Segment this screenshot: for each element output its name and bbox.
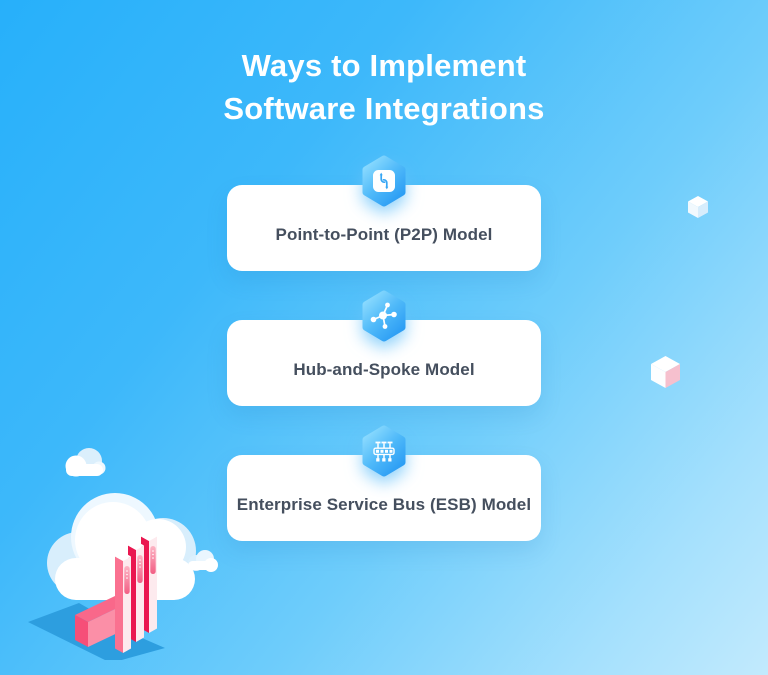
- small-cloud-top: [65, 448, 106, 477]
- server-tower-front: [115, 552, 131, 653]
- card-p2p-label: Point-to-Point (P2P) Model: [275, 225, 493, 244]
- card-esb-label: Enterprise Service Bus (ESB) Model: [236, 495, 532, 514]
- hub-spoke-icon: [362, 290, 406, 342]
- card-hub-spoke-label: Hub-and-Spoke Model: [293, 360, 475, 379]
- white-pink-cube-icon: [651, 356, 680, 388]
- page-title: Ways to Implement Software Integrations: [0, 44, 768, 130]
- title-line-2: Software Integrations: [223, 91, 545, 126]
- esb-bus-icon: [362, 425, 406, 477]
- swap-arrows-icon: [362, 155, 406, 207]
- title-line-1: Ways to Implement: [241, 48, 527, 83]
- small-cloud-right: [188, 550, 218, 572]
- cloud-servers-illustration: [28, 448, 218, 660]
- white-blue-cube-icon: [688, 196, 708, 218]
- card-hub-spoke-model: Hub-and-Spoke Model: [227, 320, 541, 406]
